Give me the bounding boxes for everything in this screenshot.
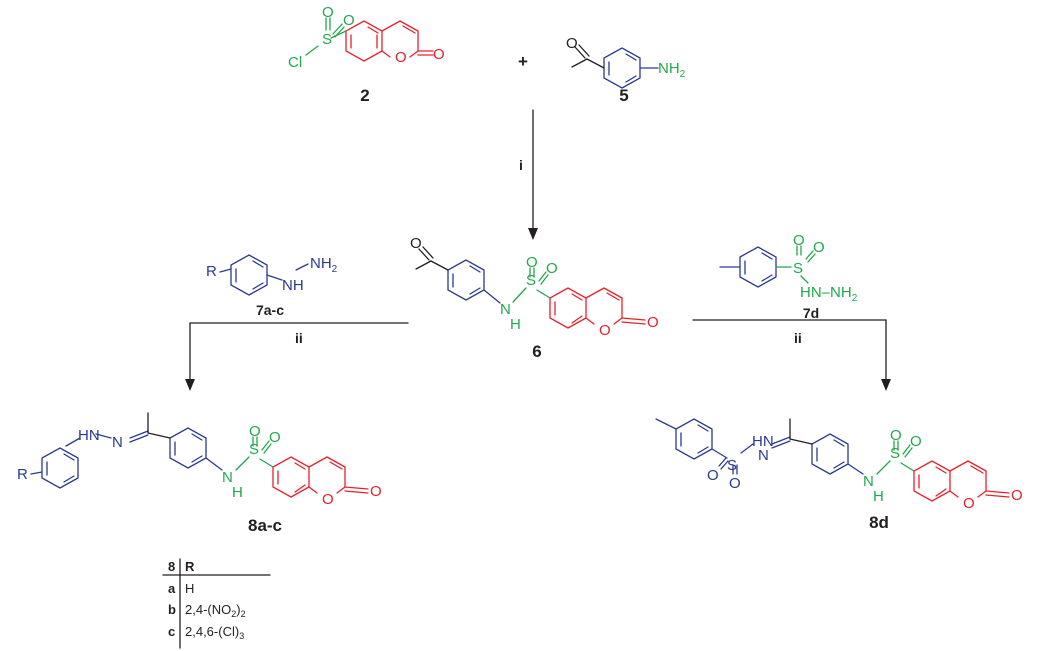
compound-8a-c: R HN N S O O N H O O 8a-c xyxy=(17,412,382,535)
reagent-ii-left: ii xyxy=(295,330,303,346)
compound-5: O NH2 5 xyxy=(566,35,686,105)
table-row-id: c xyxy=(168,624,175,639)
reagent-7a-c: R NH NH2 7a-c xyxy=(206,254,338,318)
table-row-r: 2,4,6-(Cl)3 xyxy=(185,624,244,641)
atom-O: O xyxy=(546,260,558,277)
compound-8d: S O O HN N S O O N H O O 8d xyxy=(655,418,1023,532)
atom-HN: HN xyxy=(752,433,774,450)
atom-N: N xyxy=(758,447,769,464)
atom-O: O xyxy=(370,483,382,500)
atom-N: N xyxy=(112,434,123,451)
atom-NH: NH xyxy=(282,277,304,294)
plus-sign: + xyxy=(518,52,528,71)
reagent-7d: S O O HN–NH2 7d xyxy=(719,232,858,321)
atom-O: O xyxy=(526,254,538,271)
atom-H: H xyxy=(232,484,243,501)
atom-O: O xyxy=(249,423,261,440)
table-row-id: b xyxy=(168,602,176,617)
atom-O: O xyxy=(395,49,407,66)
compound-2: S O O Cl O O 2 xyxy=(288,4,445,105)
atom-H: H xyxy=(510,316,521,333)
atom-O: O xyxy=(890,427,902,444)
arrow-ii-right: ii xyxy=(692,319,891,391)
substituent-table: 8 R a H b 2,4-(NO2)2 c 2,4,6-(Cl)3 xyxy=(162,558,271,649)
atom-NH2: NH2 xyxy=(310,255,338,275)
atom-S: S xyxy=(249,441,259,458)
atom-O: O xyxy=(433,46,445,63)
atom-S: S xyxy=(526,272,536,289)
atom-R: R xyxy=(206,263,217,280)
atom-O: O xyxy=(647,314,659,331)
atom-N: N xyxy=(222,469,233,486)
atom-H: H xyxy=(873,488,884,505)
table-header-R: R xyxy=(185,559,195,574)
atom-O: O xyxy=(729,475,741,492)
atom-S: S xyxy=(890,445,900,462)
atom-O: O xyxy=(963,495,975,512)
table-row-r: H xyxy=(185,581,194,596)
compound-6: O S O O N H O O 6 xyxy=(410,235,659,361)
atom-O: O xyxy=(1011,487,1023,504)
atom-HN-NH2: HN–NH2 xyxy=(800,284,858,304)
atom-R: R xyxy=(17,466,28,483)
reagent-ii-right: ii xyxy=(794,330,802,346)
atom-O: O xyxy=(707,467,719,484)
label-compound-8d: 8d xyxy=(869,513,889,532)
atom-S: S xyxy=(322,31,332,48)
atom-O: O xyxy=(322,491,334,508)
label-compound-5: 5 xyxy=(619,86,628,105)
atom-Cl: Cl xyxy=(288,54,302,71)
arrow-ii-left: ii xyxy=(185,322,409,391)
label-compound-7d: 7d xyxy=(803,305,819,321)
arrow-i: i xyxy=(519,109,538,240)
atom-S: S xyxy=(727,457,737,474)
atom-O: O xyxy=(343,12,355,29)
atom-S: S xyxy=(793,260,803,277)
label-compound-8a-c: 8a-c xyxy=(248,516,282,535)
table-row-r: 2,4-(NO2)2 xyxy=(185,602,246,619)
atom-N: N xyxy=(500,301,511,318)
atom-N: N xyxy=(863,473,874,490)
table-row-id: a xyxy=(168,581,176,596)
atom-HN: HN xyxy=(78,427,100,444)
atom-O: O xyxy=(322,4,334,21)
atom-O: O xyxy=(599,322,611,339)
atom-O: O xyxy=(793,232,805,249)
label-compound-6: 6 xyxy=(532,342,541,361)
label-compound-7a-c: 7a-c xyxy=(256,302,284,318)
atom-NH2: NH2 xyxy=(658,60,686,80)
reagent-i: i xyxy=(519,157,523,173)
atom-O: O xyxy=(410,235,422,252)
table-header-8: 8 xyxy=(168,559,175,574)
atom-O: O xyxy=(910,433,922,450)
label-compound-2: 2 xyxy=(360,86,369,105)
atom-O: O xyxy=(269,429,281,446)
atom-O: O xyxy=(813,239,825,256)
atom-O: O xyxy=(566,35,578,52)
